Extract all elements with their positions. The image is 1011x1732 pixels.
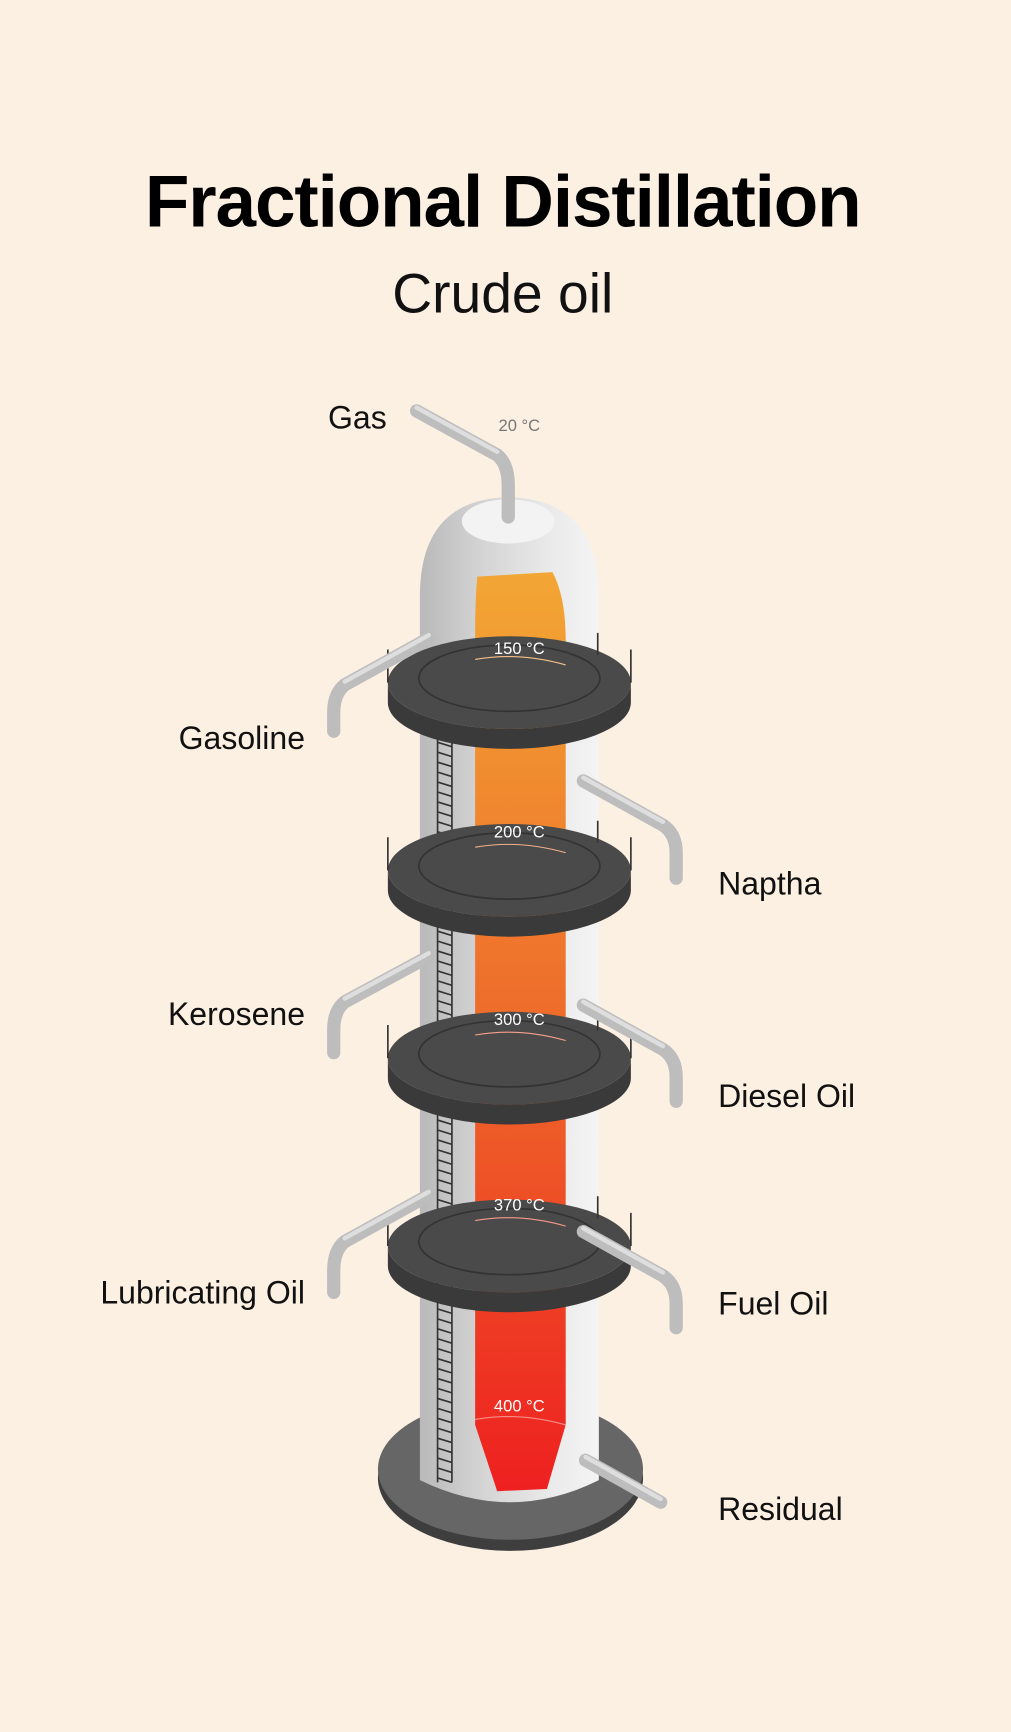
temp-20: 20 °C	[499, 416, 541, 435]
ladder-rung	[437, 791, 453, 798]
ladder-rung	[437, 1427, 453, 1434]
platform-ring	[387, 1196, 632, 1313]
platform-ring	[387, 632, 632, 749]
pipe-fuel	[576, 1224, 683, 1335]
pipe-diesel	[576, 998, 683, 1108]
ladder-rung	[437, 1377, 453, 1384]
ladder-rung	[437, 761, 453, 768]
ladder-rung	[437, 801, 453, 808]
ladder-rung	[437, 999, 453, 1006]
ladder-rung	[437, 1347, 453, 1354]
pipe-kerosene	[327, 949, 436, 1060]
ladder-rung	[437, 980, 453, 987]
label-gas: Gas	[328, 400, 387, 436]
ladder-rung	[437, 1407, 453, 1414]
ladder-rung	[437, 1328, 453, 1335]
ladder-rung	[437, 930, 453, 937]
label-kerosene: Kerosene	[168, 996, 305, 1032]
ladder-rung	[437, 1397, 453, 1404]
ladder-rung	[437, 781, 453, 788]
ladder-rung	[437, 1318, 453, 1325]
ladder-rung	[437, 1129, 453, 1136]
ladder-rung	[437, 1437, 453, 1444]
ladder-rung	[437, 1009, 453, 1016]
ladder-rung	[437, 1198, 453, 1205]
page-subtitle: Crude oil	[392, 263, 613, 325]
pipe-gasoline	[327, 631, 436, 738]
ladder-rung	[437, 771, 453, 778]
pipe-naptha	[576, 774, 683, 885]
temp-300: 300 °C	[494, 1010, 545, 1029]
ladder-rung	[437, 1337, 453, 1344]
ladder-rung	[437, 970, 453, 977]
pipe-lubricating	[327, 1188, 436, 1299]
outlet-pipes	[327, 404, 683, 1509]
ladder-rung	[437, 990, 453, 997]
ladder-rung	[437, 1188, 453, 1195]
ladder-rung	[437, 1178, 453, 1185]
temp-150: 150 °C	[494, 639, 545, 658]
label-diesel-oil: Diesel Oil	[718, 1078, 855, 1114]
label-lubricating-oil: Lubricating Oil	[100, 1274, 305, 1310]
ladder-rung	[437, 811, 453, 818]
pipe-gas	[409, 404, 515, 524]
ladder-rung	[437, 741, 453, 748]
temp-400: 400 °C	[494, 1397, 545, 1416]
label-fuel-oil: Fuel Oil	[718, 1285, 828, 1321]
temp-370: 370 °C	[494, 1196, 545, 1215]
platforms	[387, 632, 632, 1313]
label-naptha: Naptha	[718, 866, 821, 902]
ladder-rung	[437, 1457, 453, 1464]
ladder-rung	[437, 751, 453, 758]
ladder-rung	[437, 1467, 453, 1474]
temperature-markers: 20 °C 150 °C 200 °C 300 °C 370 °C 400 °C	[475, 416, 566, 1426]
ladder-rung	[437, 940, 453, 947]
ladder-rung	[437, 1447, 453, 1454]
ladder-rung	[437, 1477, 453, 1484]
ladder-rung	[437, 960, 453, 967]
label-gasoline: Gasoline	[179, 720, 305, 756]
ladder-rung	[437, 821, 453, 828]
ladder-rung	[437, 1168, 453, 1175]
ladder-rung	[437, 1367, 453, 1374]
ladder-rung	[437, 1387, 453, 1394]
ladder-rung	[437, 1159, 453, 1166]
ladder-rung	[437, 1417, 453, 1424]
label-residual: Residual	[718, 1491, 843, 1527]
ladder-rung	[437, 1308, 453, 1315]
ladder-rung	[437, 1119, 453, 1126]
ladder-rung	[437, 1357, 453, 1364]
ladder-rung	[437, 950, 453, 957]
temp-200: 200 °C	[494, 822, 545, 841]
ladder-rung	[437, 1149, 453, 1156]
page-title: Fractional Distillation	[145, 161, 861, 242]
ladder-rung	[437, 1139, 453, 1146]
platform-ring	[387, 820, 632, 937]
pipe-residual	[578, 1453, 668, 1509]
